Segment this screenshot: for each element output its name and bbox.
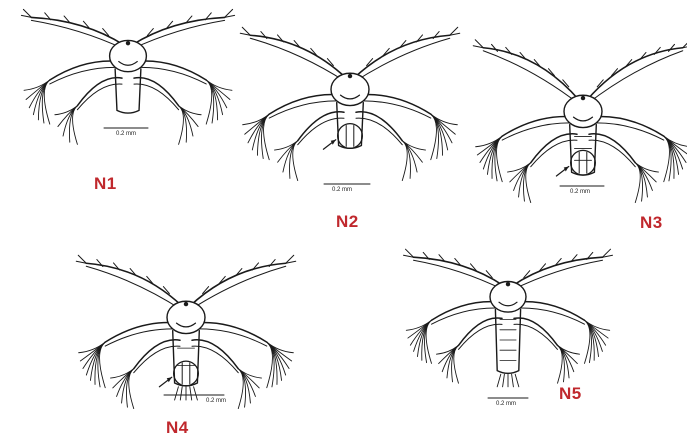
- label-n1: N1: [94, 174, 117, 194]
- scale-text-n2: 0.2 mm: [332, 187, 352, 193]
- nauplius-larva-n2: [240, 27, 460, 184]
- label-n3: N3: [640, 213, 663, 233]
- nauplius-larva-n4: [76, 255, 296, 408]
- label-n2: N2: [336, 212, 359, 232]
- scale-text-n3: 0.2 mm: [570, 189, 590, 195]
- label-n5: N5: [559, 384, 582, 404]
- nauplius-larva-n1: [21, 9, 234, 144]
- scale-text-n5: 0.2 mm: [496, 401, 516, 407]
- nauplius-larva-n3: [473, 40, 687, 203]
- scale-text-n1: 0.2 mm: [116, 131, 136, 137]
- nauplius-larva-n5: [404, 249, 613, 398]
- label-n4: N4: [166, 418, 189, 438]
- scale-text-n4: 0.2 mm: [206, 398, 226, 404]
